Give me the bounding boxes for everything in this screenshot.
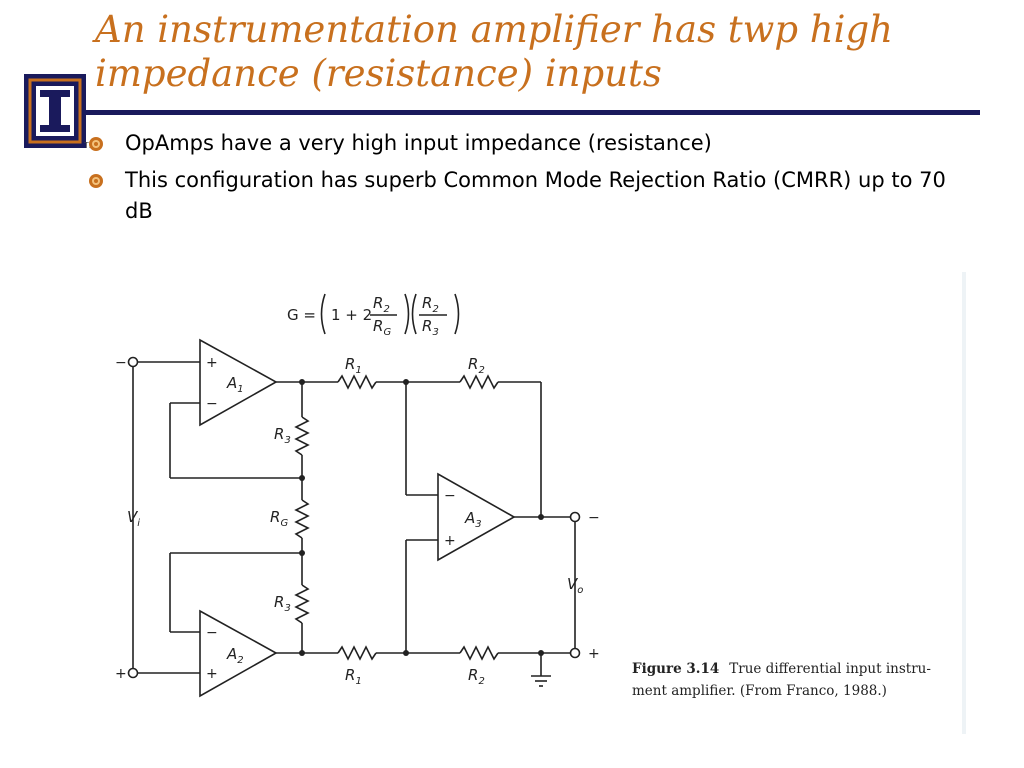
op-amp-a2 [199,609,278,698]
formula-r2: R2 [373,294,390,315]
sign-vi-plus: + [115,666,127,682]
label-vo: Vo [567,575,583,596]
sign-vo-minus: − [588,510,600,526]
bullet-text: OpAmps have a very high input impedance … [125,131,712,155]
label-r2-top: R2 [468,355,485,376]
vo-minus-terminal [569,511,581,523]
resistor-r1-bottom [337,645,377,661]
junction-dot [299,475,305,481]
label-vi: Vi [127,508,140,529]
formula-rg: RG [373,317,391,338]
resistor-r1-top [337,374,377,390]
vi-minus-terminal [127,356,139,368]
figure-caption-line2: ment amplifier. (From Franco, 1988.) [632,683,887,699]
op-amp-a3 [437,472,516,562]
formula-paren [411,293,417,335]
title-line-1: An instrumentation amplifier has twp hig… [95,8,893,51]
scan-edge [962,272,966,734]
junction-dot [538,514,544,520]
label-r3-lower: R3 [274,593,291,614]
sign-a2-plus: + [206,666,218,682]
title-line-2: impedance (resistance) inputs [95,52,662,95]
label-rg: RG [270,508,288,529]
junction-dot [403,379,409,385]
formula-r2b: R2 [422,294,439,315]
sign-vi-minus: − [115,355,127,371]
sign-a1-minus: − [206,396,218,412]
label-r2-bottom: R2 [468,666,485,687]
bullet-text: This configuration has superb Common Mod… [125,168,946,223]
junction-dot [299,379,305,385]
vi-plus-terminal [127,667,139,679]
label-a1: A1 [226,374,244,395]
formula-lhs: G = [287,306,316,324]
junction-dot [538,650,544,656]
sign-vo-plus: + [588,646,600,662]
formula-paren [404,293,410,335]
label-r1-bottom: R1 [345,666,362,687]
junction-dot [299,650,305,656]
university-logo [24,74,86,148]
sign-a3-minus: − [444,488,456,504]
bullet-circle-icon [89,174,103,188]
sign-a1-plus: + [206,355,218,371]
resistor-r3-lower [294,584,310,624]
bullet-circle-icon [89,137,103,151]
op-amp-a1 [199,338,278,427]
vo-plus-terminal [569,647,581,659]
resistor-r2-top [459,374,499,390]
instrumentation-amplifier-schematic: G = 1 + 2 R2 RG R2 R3 R1 R2 R3 RG R3 R1 … [115,293,931,699]
slide-title: An instrumentation amplifier has twp hig… [95,8,995,96]
resistor-rg [294,499,310,539]
formula-one-plus-two: 1 + 2 [331,306,372,324]
label-r1-top: R1 [345,355,362,376]
formula-paren [320,293,326,335]
title-divider [80,110,980,115]
resistor-r3-upper [294,416,310,456]
formula-paren [454,293,460,335]
junction-dot [299,550,305,556]
resistor-r2-bottom [459,645,499,661]
label-r3-upper: R3 [274,425,291,446]
bullet-list: OpAmps have a very high input impedance … [88,128,948,233]
sign-a2-minus: − [206,625,218,641]
formula-r3: R3 [422,317,439,338]
label-a2: A2 [226,645,244,666]
bullet-item: OpAmps have a very high input impedance … [88,128,948,159]
sign-a3-plus: + [444,533,456,549]
junction-dot [403,650,409,656]
bullet-item: This configuration has superb Common Mod… [88,165,948,227]
label-a3: A3 [464,509,482,530]
